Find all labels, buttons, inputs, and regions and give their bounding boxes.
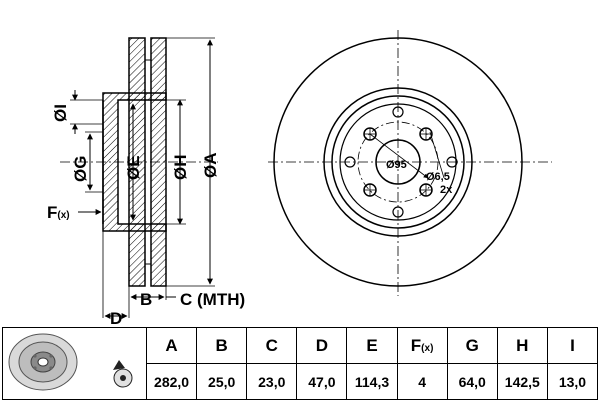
label-pcd: Ø95 (386, 159, 407, 171)
header-A: A (145, 327, 198, 364)
label-dim-A: ØA (201, 153, 220, 179)
table-value-row: 282,0 25,0 23,0 47,0 114,3 4 64,0 142,5 … (3, 363, 599, 400)
friction-inner (323, 87, 473, 237)
label-dim-F: F(x) (47, 203, 70, 222)
table-header-row: A B C D E F(x) G H I (2, 327, 599, 400)
value-B: 25,0 (196, 363, 248, 400)
centre-bore (375, 139, 421, 185)
value-E: 114,3 (346, 363, 398, 400)
label-dim-H: ØH (171, 155, 190, 181)
thumbnail-cell (2, 327, 147, 400)
disc-thumbnail-icon (8, 333, 132, 391)
label-dim-G: ØG (71, 156, 90, 182)
value-H: 142,5 (496, 363, 548, 400)
header-C: C (246, 327, 298, 364)
screw-hole (392, 206, 404, 218)
screw-hole (392, 106, 404, 118)
hub-circle (339, 103, 457, 221)
header-F: F(x) (396, 327, 448, 364)
value-F: 4 (396, 363, 448, 400)
value-G: 64,0 (446, 363, 498, 400)
header-H: H (496, 327, 548, 364)
hat-outer (331, 95, 465, 229)
screw-hole (446, 156, 458, 168)
header-D: D (296, 327, 348, 364)
value-A: 282,0 (145, 363, 198, 400)
screw-icon (112, 360, 132, 388)
side-view: ØA ØH ØE ØG ØI F(x) B C (MTH) D (47, 37, 245, 325)
value-D: 47,0 (296, 363, 348, 400)
value-I: 13,0 (546, 363, 599, 400)
pcd-circle (357, 121, 439, 203)
label-hole-count: 2x (440, 184, 453, 196)
header-I: I (546, 327, 599, 364)
spec-table: A B C D E F(x) G H I 282,0 25,0 23,0 47,… (2, 327, 599, 400)
header-B: B (196, 327, 248, 364)
disc-outer (273, 37, 523, 287)
label-dim-C: C (MTH) (180, 290, 245, 309)
screw-hole (344, 156, 356, 168)
label-dim-I: ØI (51, 104, 70, 122)
label-hole: Ø6,5 (426, 171, 450, 183)
header-G: G (446, 327, 498, 364)
label-dim-B: B (140, 290, 152, 309)
value-C: 23,0 (246, 363, 298, 400)
header-E: E (346, 327, 398, 364)
label-dim-D: D (110, 309, 122, 325)
label-dim-E: ØE (124, 155, 143, 180)
technical-drawing: ØA ØH ØE ØG ØI F(x) B C (MTH) D (47, 30, 552, 325)
front-view: Ø95 Ø6,5 2x (268, 30, 552, 296)
